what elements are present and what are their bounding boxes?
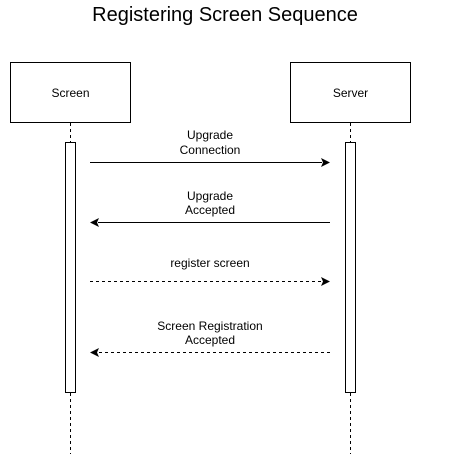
message-register-screen: register screen bbox=[90, 256, 330, 286]
message-screen-registration-accepted: Screen Registration Accepted bbox=[90, 319, 330, 357]
participant-server-label: Server bbox=[333, 86, 368, 100]
participant-server: Server bbox=[290, 62, 411, 123]
activation-bar-screen bbox=[65, 142, 76, 393]
message-register-screen-label: register screen bbox=[170, 256, 249, 270]
diagram-title: Registering Screen Sequence bbox=[92, 4, 358, 26]
message-upgrade-connection-label-line-2: Connection bbox=[180, 143, 241, 157]
message-upgrade-accepted-label-line-2: Accepted bbox=[185, 203, 235, 217]
message-screen-registration-accepted-label-line-2: Accepted bbox=[185, 333, 235, 347]
participant-screen-label: Screen bbox=[51, 86, 89, 100]
message-upgrade-connection: Upgrade Connection bbox=[90, 128, 330, 167]
message-upgrade-connection-label-line-1: Upgrade bbox=[187, 128, 233, 142]
message-upgrade-accepted-label-line-1: Upgrade bbox=[187, 189, 233, 203]
message-screen-registration-accepted-label-line-1: Screen Registration bbox=[157, 319, 262, 333]
activation-bar-server bbox=[345, 142, 356, 393]
participant-screen: Screen bbox=[10, 62, 131, 123]
message-upgrade-accepted: Upgrade Accepted bbox=[90, 189, 330, 227]
